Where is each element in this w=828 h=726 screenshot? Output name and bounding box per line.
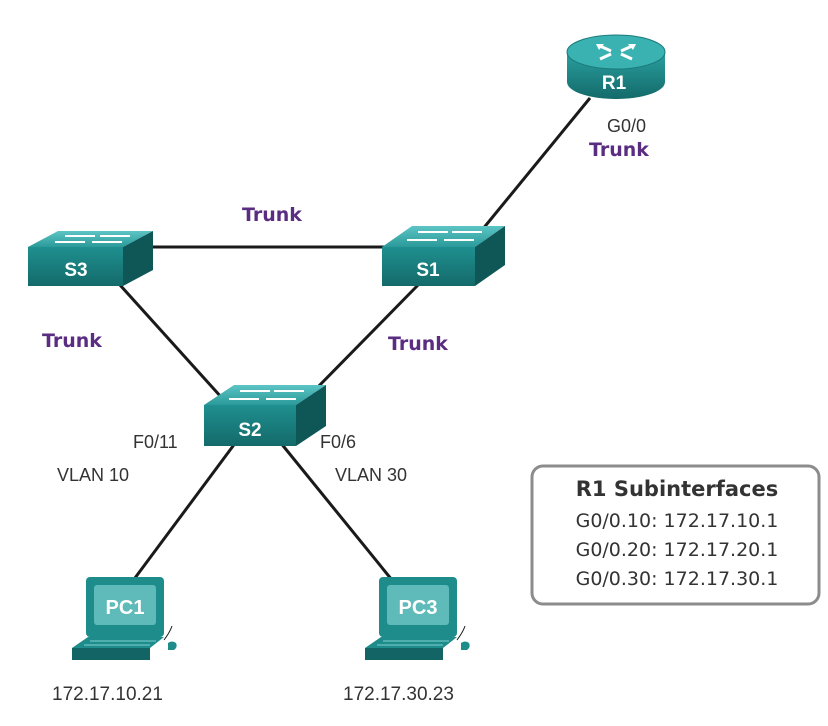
vlan-label-30: VLAN 30 — [335, 465, 407, 485]
port-label-f0-6: F0/6 — [320, 432, 356, 452]
switch-label: S1 — [416, 260, 440, 281]
legend-row: G0/0.30: 172.17.30.1 — [576, 568, 779, 590]
port-label-f0-11: F0/11 — [133, 432, 178, 452]
switch-s2[interactable]: S2 — [204, 385, 326, 446]
keyboard-icon — [84, 640, 156, 646]
legend-box — [530, 464, 821, 606]
switch-label: S2 — [238, 420, 261, 441]
trunk-label-s1-s2: Trunk — [388, 333, 448, 355]
router-label: R1 — [602, 73, 627, 94]
vlan-label-10: VLAN 10 — [57, 465, 129, 485]
legend-title: R1 Subinterfaces — [576, 477, 778, 501]
switch-arrows-icon — [229, 390, 304, 400]
router-arrows-icon — [596, 44, 636, 61]
pc-label: PC3 — [399, 597, 438, 619]
keyboard-icon — [377, 640, 449, 646]
trunk-label-s3-s1: Trunk — [242, 204, 302, 226]
mouse-icon — [168, 641, 177, 650]
link-s1-s2 — [310, 281, 422, 395]
port-label-r1-g0-0: G0/0 — [607, 116, 646, 136]
switch-s1[interactable]: S1 — [382, 226, 505, 286]
link-s2-pc1 — [130, 441, 238, 583]
ip-label-pc3: 172.17.30.23 — [343, 684, 454, 705]
pc-pc3[interactable]: PC3 — [365, 577, 470, 660]
switch-s3[interactable]: S3 — [28, 231, 153, 286]
legend-row: G0/0.20: 172.17.20.1 — [576, 539, 779, 561]
mouse-icon — [461, 641, 470, 650]
pc-label: PC1 — [106, 597, 145, 619]
link-labels: G0/0 Trunk Trunk Trunk Trunk F0/11 VLAN … — [42, 116, 649, 705]
subinterfaces-legend: R1 Subinterfaces G0/0.10: 172.17.10.1 G0… — [530, 464, 821, 606]
switch-label: S3 — [64, 260, 87, 281]
link-r1-s1 — [480, 97, 592, 231]
link-s2-pc3 — [278, 441, 394, 581]
ip-label-pc1: 172.17.10.21 — [52, 684, 163, 705]
legend-row: G0/0.10: 172.17.10.1 — [576, 510, 779, 532]
links — [118, 97, 592, 583]
switch-arrows-icon — [407, 231, 482, 241]
switch-arrows-icon — [55, 235, 130, 243]
trunk-label-r1-s1: Trunk — [589, 139, 649, 161]
trunk-label-s3-s2: Trunk — [42, 330, 102, 352]
pc-pc1[interactable]: PC1 — [72, 577, 177, 660]
link-s3-s2 — [118, 283, 224, 400]
router-r1[interactable]: R1 — [566, 34, 666, 99]
